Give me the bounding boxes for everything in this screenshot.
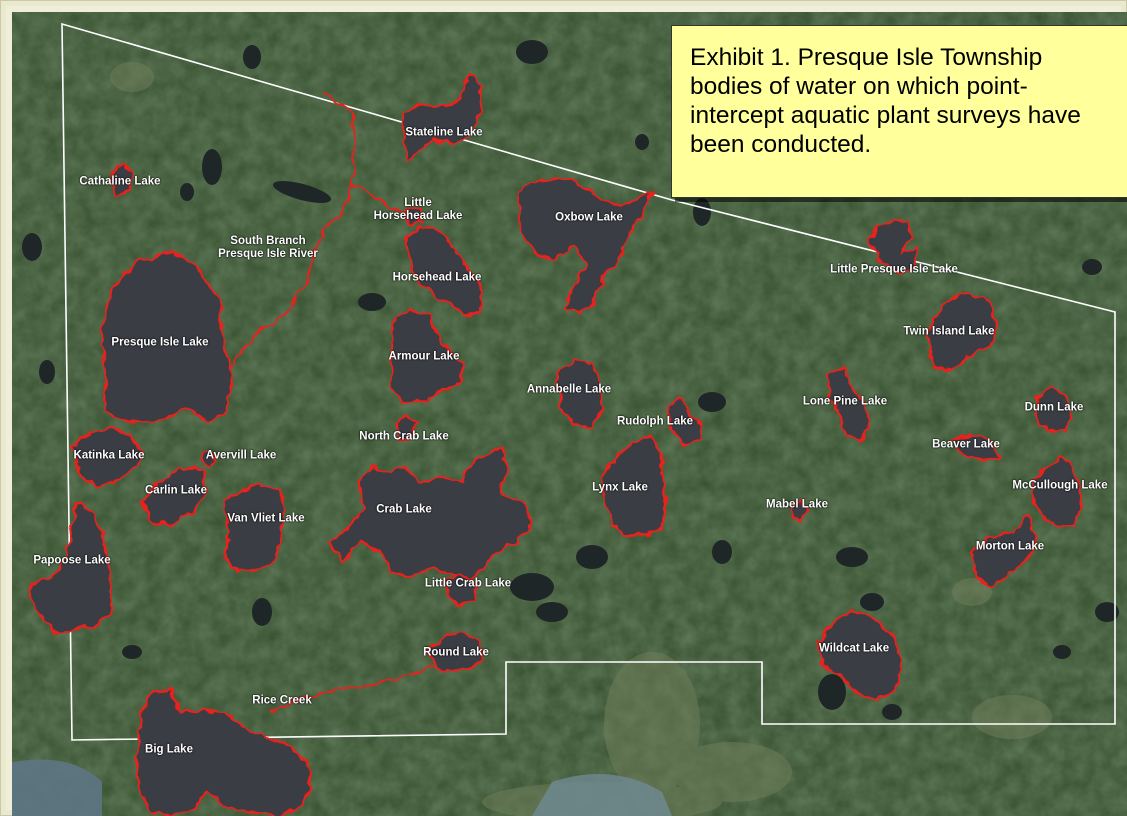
lake-mabel [790,498,810,524]
lake-north-crab [393,415,419,442]
lake-little-presque-isle [865,218,919,276]
aerial-map: Stateline Lake Cathaline Lake Little Hor… [12,12,1127,816]
bottom-water-left [12,759,102,816]
lake-katinka [70,425,144,489]
label-big: Big Lake [145,743,193,756]
lake-dunn [1035,385,1074,434]
label-round: Round Lake [423,646,489,659]
label-wildcat: Wildcat Lake [818,642,890,655]
label-rudolph: Rudolph Lake [616,415,694,428]
label-cathaline: Cathaline Lake [79,175,161,188]
lake-lynx [600,435,669,538]
label-stateline: Stateline Lake [405,126,483,139]
clearings [110,62,1052,816]
caption-box: Exhibit 1. Presque Isle Township bodies … [671,25,1127,198]
label-mabel: Mabel Lake [766,498,828,511]
label-little-horsehead: Little Horsehead Lake [373,197,463,222]
label-south-branch: South Branch Presque Isle River [218,235,318,260]
label-presque-isle: Presque Isle Lake [111,336,209,349]
lake-presque-isle [100,250,234,424]
label-morton: Morton Lake [975,540,1045,553]
lake-lone-pine [825,365,872,442]
label-little-crab: Little Crab Lake [424,577,512,590]
south-branch-river [221,93,356,393]
caption-text: Exhibit 1. Presque Isle Township bodies … [690,44,1081,158]
lake-armour [390,308,464,406]
label-lynx: Lynx Lake [592,481,648,494]
label-lone-pine: Lone Pine Lake [802,395,888,408]
label-armour: Armour Lake [388,350,460,363]
label-little-presque-isle: Little Presque Isle Lake [830,263,958,276]
label-annabelle: Annabelle Lake [526,383,612,396]
label-oxbow: Oxbow Lake [555,211,623,224]
label-dunn: Dunn Lake [1024,401,1084,414]
bottom-water-center [532,774,672,816]
lake-cathaline [110,162,134,197]
lake-oxbow [515,176,655,314]
lake-morton [970,515,1039,589]
label-papoose: Papoose Lake [33,554,111,567]
label-crab: Crab Lake [376,503,432,516]
label-beaver: Beaver Lake [932,438,1000,451]
lake-big [135,688,314,816]
lake-papoose [28,500,114,636]
label-horsehead: Horsehead Lake [392,271,482,284]
label-mccullough: McCullough Lake [1012,479,1108,492]
label-katinka: Katinka Lake [73,449,145,462]
lake-horsehead [405,225,486,316]
lake-twin-island [925,292,999,372]
lake-avervill [200,450,218,469]
lake-little-horsehead [400,205,424,228]
lake-stateline [402,72,484,165]
lake-crab [328,445,534,584]
label-rice-creek: Rice Creek [252,694,312,707]
lake-wildcat [815,610,904,702]
lake-round [425,630,486,674]
lake-little-crab [440,572,479,606]
surveyed-lakes [28,72,1084,816]
lake-rudolph [665,395,704,446]
lake-annabelle [555,358,604,429]
label-van-vliet: Van Vliet Lake [227,512,305,525]
lake-beaver [950,432,1002,462]
label-carlin: Carlin Lake [145,484,207,497]
label-avervill: Avervill Lake [205,449,277,462]
lake-mccullough [1030,455,1084,529]
lake-carlin [140,465,209,526]
lake-van-vliet [222,482,286,574]
label-twin-island: Twin Island Lake [903,325,995,338]
label-north-crab: North Crab Lake [359,430,449,443]
